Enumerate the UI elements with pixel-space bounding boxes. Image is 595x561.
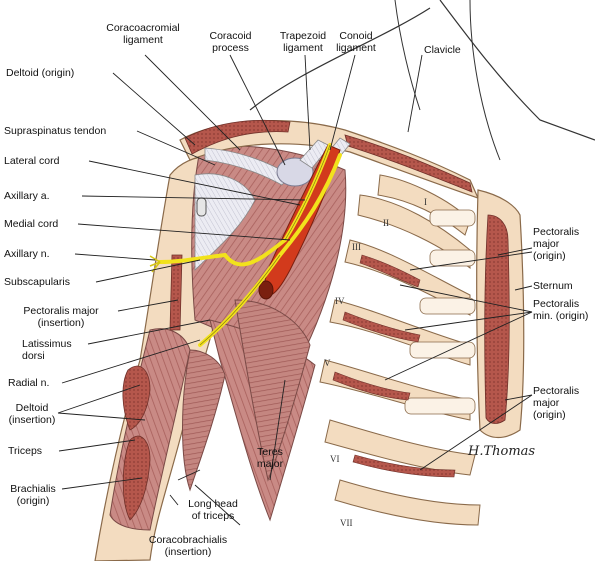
rib-numeral-3: III (352, 242, 361, 252)
deltoid-origin-area (184, 119, 291, 155)
coracoacromial-ligament (204, 147, 291, 186)
trapezius-outline (469, 0, 501, 161)
rib-numeral-6: VI (330, 454, 340, 464)
label-radial-nerve: Radial n. (8, 377, 50, 389)
label-medial-cord: Medial cord (4, 218, 59, 230)
pectoralis-major-origin-sternal (484, 214, 510, 424)
label-axillary-artery: Axillary a. (4, 190, 50, 202)
label-clavicle: Clavicle (424, 44, 461, 56)
label-supraspinatus-tendon: Supraspinatus tendon (4, 125, 107, 137)
artist-signature: H.Thomas (467, 444, 535, 459)
label-coracobrachialis-insertion: Coracobrachialis (insertion) (148, 534, 228, 558)
rib-numeral-5: V (324, 358, 331, 368)
leader-lines (57, 54, 533, 526)
label-long-head-triceps: Long head of triceps (188, 498, 238, 522)
label-coracoacromial-ligament: Coracoacromial ligament (106, 22, 180, 46)
label-axillary-nerve: Axillary n. (4, 248, 50, 260)
label-pectoralis-minor-origin: Pectoralis min. (origin) (533, 298, 589, 322)
label-sternum: Sternum (533, 280, 573, 292)
pectoralis-major-origins-ribs (352, 454, 456, 478)
pectoralis-major-insertion-area (169, 254, 183, 331)
label-pectoralis-major-insertion: Pectoralis major (insertion) (23, 305, 99, 329)
deltoid-insertion-area (122, 365, 151, 431)
body-outline (249, 0, 595, 141)
brachialis-origin (122, 435, 151, 521)
label-triceps: Triceps (8, 445, 43, 457)
label-conoid-ligament: Conoid ligament (336, 30, 376, 54)
label-trapezoid-ligament: Trapezoid ligament (279, 30, 327, 54)
subclavian-vein-stump (196, 197, 207, 217)
pectoralis-minor-origins (332, 254, 421, 401)
label-deltoid-insertion: Deltoid (insertion) (8, 402, 56, 426)
clavicle-attachment-area (344, 134, 473, 193)
axillary-nerve-branches (149, 255, 161, 273)
rib-numeral-2: II (383, 218, 389, 228)
label-pectoralis-major-origin-bottom: Pectoralis major (origin) (533, 385, 580, 421)
label-pectoralis-major-origin-top: Pectoralis major (origin) (533, 226, 580, 262)
label-lateral-cord: Lateral cord (4, 155, 60, 167)
label-coracoid-process: Coracoid process (209, 30, 252, 54)
long-head-triceps (182, 349, 226, 492)
label-subscapularis: Subscapularis (4, 276, 70, 288)
label-deltoid-origin: Deltoid (origin) (6, 67, 75, 79)
rib-numeral-1: I (424, 197, 427, 207)
brachial-plexus-outline (199, 144, 331, 346)
neck-outline (394, 0, 421, 111)
axillary-artery-cut-end (258, 280, 274, 300)
label-brachialis-origin: Brachialis (origin) (10, 483, 56, 507)
rib-numeral-4: IV (335, 296, 345, 306)
coracoid-process (276, 157, 314, 187)
rib-numeral-7: VII (340, 518, 353, 528)
teres-major-muscle (234, 299, 311, 482)
label-teres-major: Teres major (256, 446, 284, 470)
label-latissimus-dorsi: Latissimus dorsi (22, 338, 72, 362)
